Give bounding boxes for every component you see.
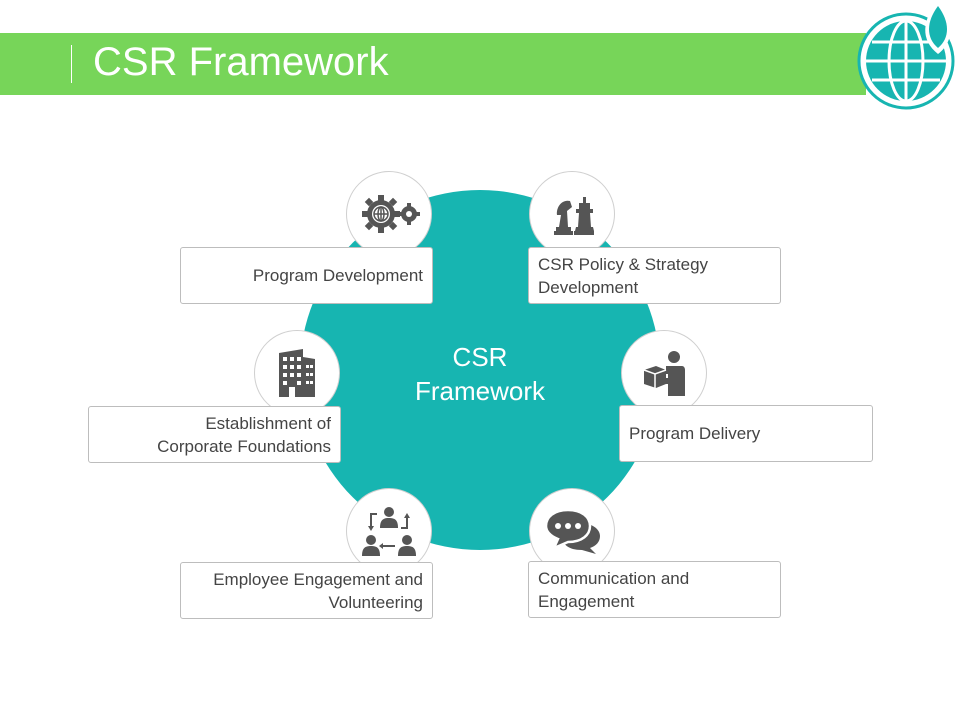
title-divider bbox=[71, 45, 72, 83]
gear-globe-icon bbox=[362, 195, 420, 233]
item-label: CSR Policy & Strategy Development bbox=[538, 254, 709, 297]
team-exchange-icon-circle bbox=[346, 488, 432, 574]
center-label: CSR Framework bbox=[414, 342, 545, 406]
item-communication-engagement: Communication and Engagement bbox=[528, 561, 781, 618]
team-exchange-icon bbox=[362, 507, 416, 556]
office-building-icon bbox=[279, 349, 315, 397]
item-program-development: Program Development bbox=[180, 247, 433, 304]
chat-bubbles-icon bbox=[544, 508, 600, 554]
item-label: Communication and Engagement bbox=[538, 568, 690, 611]
delivery-person-icon bbox=[643, 351, 685, 396]
item-label: Program Delivery bbox=[629, 424, 761, 443]
title-bar bbox=[0, 33, 866, 95]
chat-bubbles-icon-circle bbox=[529, 488, 615, 574]
item-program-delivery: Program Delivery bbox=[619, 405, 873, 462]
page-title: CSR Framework bbox=[93, 40, 389, 84]
chess-pieces-icon bbox=[554, 197, 594, 235]
gear-globe-icon-circle bbox=[346, 171, 432, 257]
item-corporate-foundations: Establishment of Corporate Foundations bbox=[88, 406, 341, 463]
chess-pieces-icon-circle bbox=[529, 171, 615, 257]
item-employee-engagement: Employee Engagement and Volunteering bbox=[180, 562, 433, 619]
delivery-person-icon-circle bbox=[621, 330, 707, 416]
office-building-icon-circle bbox=[254, 330, 340, 416]
item-label: Employee Engagement and Volunteering bbox=[213, 569, 423, 612]
item-label: Program Development bbox=[252, 266, 423, 285]
item-csr-policy-strategy: CSR Policy & Strategy Development bbox=[528, 247, 781, 304]
item-label: Establishment of Corporate Foundations bbox=[157, 413, 331, 456]
globe-leaf-logo bbox=[857, 0, 955, 110]
